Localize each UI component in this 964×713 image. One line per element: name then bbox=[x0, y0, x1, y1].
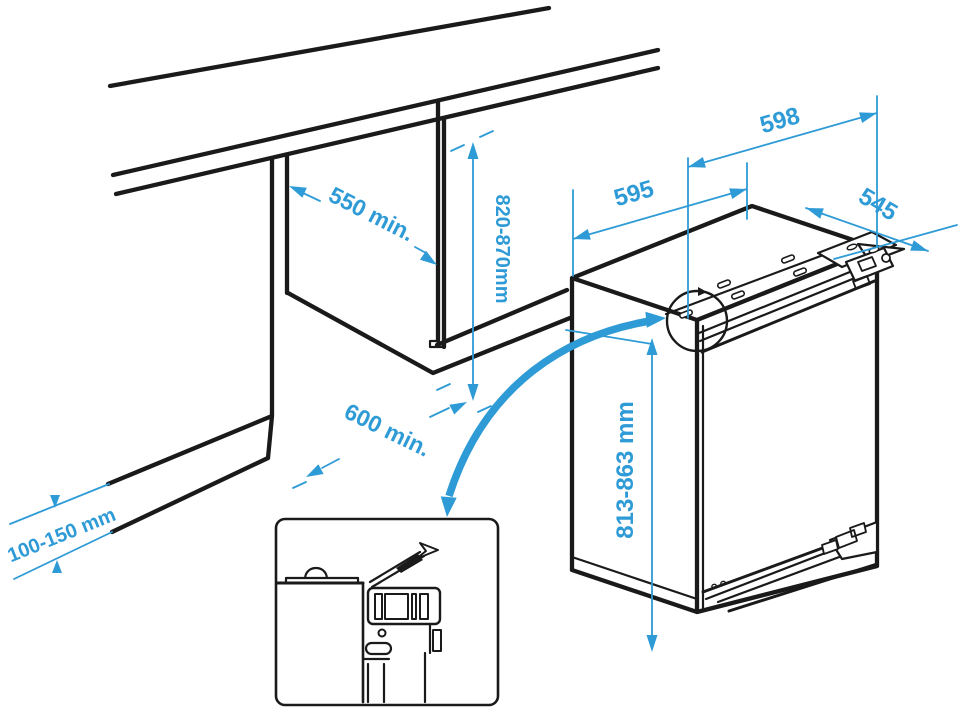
label-niche-depth: 550 min. bbox=[325, 181, 419, 246]
label-plinth-height: 100-150 mm bbox=[5, 504, 119, 567]
dimension-lines bbox=[687, 95, 878, 319]
cabinet-structure bbox=[105, 5, 661, 535]
dim-niche-depth: 550 min. bbox=[289, 181, 437, 265]
slot bbox=[716, 279, 732, 289]
leader-lines bbox=[302, 192, 427, 254]
detail-circle bbox=[665, 289, 729, 353]
dimension-lines bbox=[572, 162, 748, 277]
inset-latch bbox=[432, 629, 442, 652]
detail-callout-arrow-icon bbox=[440, 311, 666, 517]
base-screw bbox=[711, 583, 717, 589]
slot bbox=[730, 290, 746, 300]
dim-worktop-depth: 600 min. bbox=[292, 398, 467, 489]
label-niche-height: 820-870mm bbox=[491, 195, 513, 304]
worktop-and-niche-lines bbox=[105, 5, 661, 535]
bottom-hinge-bracket bbox=[821, 520, 879, 561]
hinge-inner bbox=[852, 256, 877, 290]
inset-detail-lines bbox=[284, 566, 432, 704]
dim-niche-height: 820-870mm bbox=[436, 130, 513, 413]
slot bbox=[780, 254, 796, 264]
label-appliance-width: 598 bbox=[757, 102, 803, 139]
label-worktop-depth: 600 min. bbox=[340, 398, 434, 462]
plate-slot bbox=[846, 243, 858, 251]
refrigerator bbox=[569, 203, 906, 615]
dimension-lines bbox=[805, 207, 958, 260]
fridge-body-faces bbox=[569, 203, 880, 615]
base-screw bbox=[720, 580, 726, 586]
inset-vent-slot bbox=[364, 641, 393, 656]
callout-arc bbox=[445, 317, 651, 498]
dim-appliance-height: 813-863 mm bbox=[565, 329, 658, 652]
leader-lines bbox=[292, 407, 450, 489]
label-appliance-depth: 545 bbox=[854, 183, 902, 227]
detail-inset bbox=[274, 517, 500, 707]
inset-housing-bars bbox=[374, 593, 429, 620]
fridge-detail-lines bbox=[570, 243, 879, 611]
extension-lines bbox=[9, 483, 113, 580]
reference-dashes bbox=[436, 130, 494, 413]
label-appliance-height: 813-863 mm bbox=[612, 401, 639, 538]
slot bbox=[792, 267, 808, 277]
label-niche-width: 595 bbox=[611, 175, 657, 212]
arrowheads bbox=[289, 186, 437, 265]
slot bbox=[678, 309, 694, 319]
dim-niche-width: 595 bbox=[572, 162, 748, 277]
niche-wall-notch bbox=[428, 339, 446, 349]
inset-screw-hole bbox=[377, 628, 387, 638]
bracket-parts bbox=[821, 522, 867, 555]
flip-open-arrow-icon bbox=[368, 542, 439, 589]
arrowheads bbox=[806, 208, 928, 251]
hinge-pin bbox=[881, 253, 891, 263]
dim-plinth-height: 100-150 mm bbox=[5, 483, 119, 580]
dimension-lines bbox=[565, 329, 653, 646]
flip-arrow-head bbox=[415, 542, 439, 560]
